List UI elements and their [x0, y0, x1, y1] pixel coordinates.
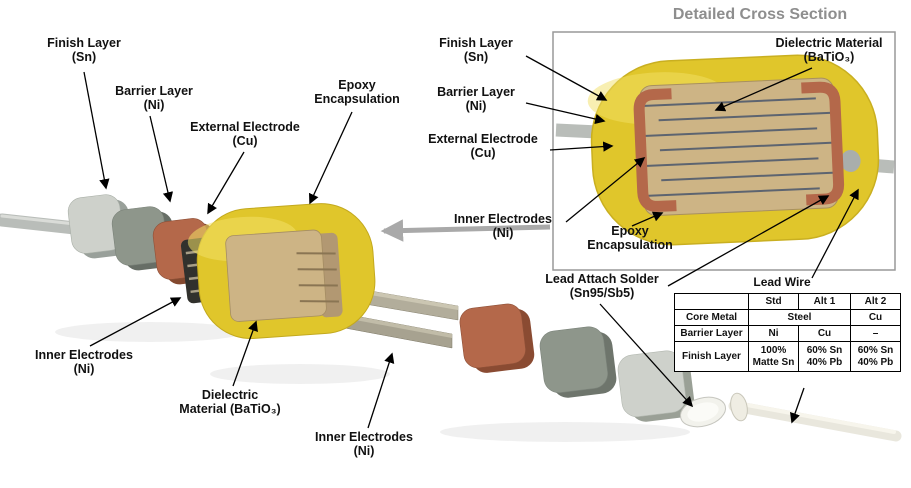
- inset-reference-arrow: [380, 219, 551, 242]
- cell-finish-alt1: 60% Sn 40% Pb: [798, 341, 851, 372]
- label-barrier-layer-inset: Barrier Layer (Ni): [437, 85, 515, 114]
- label-epoxy-encapsulation-inset: Epoxy Encapsulation: [587, 224, 673, 253]
- inset-title: Detailed Cross Section: [672, 6, 848, 23]
- table-row-barrier-layer: Barrier Layer Ni Cu –: [674, 325, 901, 342]
- label-barrier-layer-left: Barrier Layer (Ni): [115, 84, 193, 113]
- row-label-finish-layer: Finish Layer: [674, 341, 749, 372]
- label-finish-layer-left: Finish Layer (Sn): [47, 36, 121, 65]
- lead-wire-table-title: Lead Wire: [753, 275, 811, 289]
- exploded-component-illustration: [0, 194, 902, 442]
- cell-core-metal-alt2: Cu: [850, 309, 901, 326]
- ground-shadows: [55, 322, 690, 442]
- label-inner-electrodes-front: Inner Electrodes (Ni): [35, 348, 133, 377]
- cell-barrier-std: Ni: [748, 325, 799, 342]
- external-electrode-plate-right-shape: [459, 303, 535, 373]
- label-inner-electrodes-rear: Inner Electrodes (Ni): [315, 430, 413, 459]
- table-row-core-metal: Core Metal Steel Cu: [674, 309, 901, 326]
- cell-barrier-alt2: –: [850, 325, 901, 342]
- inset-left-end-cap-shape: [633, 88, 677, 212]
- cell-barrier-alt1: Cu: [798, 325, 851, 342]
- cell-finish-alt2: 60% Sn 40% Pb: [850, 341, 901, 372]
- table-row-finish-layer: Finish Layer 100% Matte Sn 60% Sn 40% Pb…: [674, 341, 901, 372]
- inset-right-end-cap-shape: [801, 81, 845, 206]
- label-epoxy-encapsulation-left: Epoxy Encapsulation: [314, 78, 400, 107]
- label-finish-layer-inset: Finish Layer (Sn): [439, 36, 513, 65]
- cell-core-metal-std-alt1: Steel: [748, 309, 851, 326]
- barrier-layer-plate-right-shape: [539, 326, 617, 398]
- label-dielectric-material-inset: Dielectric Material (BaTiO₃): [775, 36, 883, 65]
- dielectric-block-shape: [225, 229, 343, 322]
- inset-inner-electrode-lines: [641, 97, 836, 197]
- label-inner-electrodes-inset: Inner Electrodes (Ni): [454, 212, 552, 241]
- lead-wire-table: Std Alt 1 Alt 2 Core Metal Steel Cu Barr…: [674, 293, 901, 372]
- table-corner-cell: [674, 293, 749, 310]
- inset-solder-fillet-shape: [840, 149, 861, 172]
- table-header-alt2: Alt 2: [850, 293, 901, 310]
- table-header-std: Std: [748, 293, 799, 310]
- row-label-barrier-layer: Barrier Layer: [674, 325, 749, 342]
- row-label-core-metal: Core Metal: [674, 309, 749, 326]
- leader-arrows: [83, 55, 859, 429]
- finish-layer-plate-right-shape: [617, 350, 695, 422]
- cell-finish-std: 100% Matte Sn: [748, 341, 799, 372]
- label-lead-attach-solder: Lead Attach Solder (Sn95/Sb5): [545, 272, 659, 301]
- table-header-alt1: Alt 1: [798, 293, 851, 310]
- inset-dielectric-block-shape: [633, 77, 845, 216]
- lead-wire-right-shape: [728, 392, 902, 442]
- label-dielectric-material-left: Dielectric Material (BaTiO₃): [179, 388, 281, 417]
- label-external-electrode-inset: External Electrode (Cu): [428, 132, 538, 161]
- label-external-electrode-left: External Electrode (Cu): [190, 120, 300, 149]
